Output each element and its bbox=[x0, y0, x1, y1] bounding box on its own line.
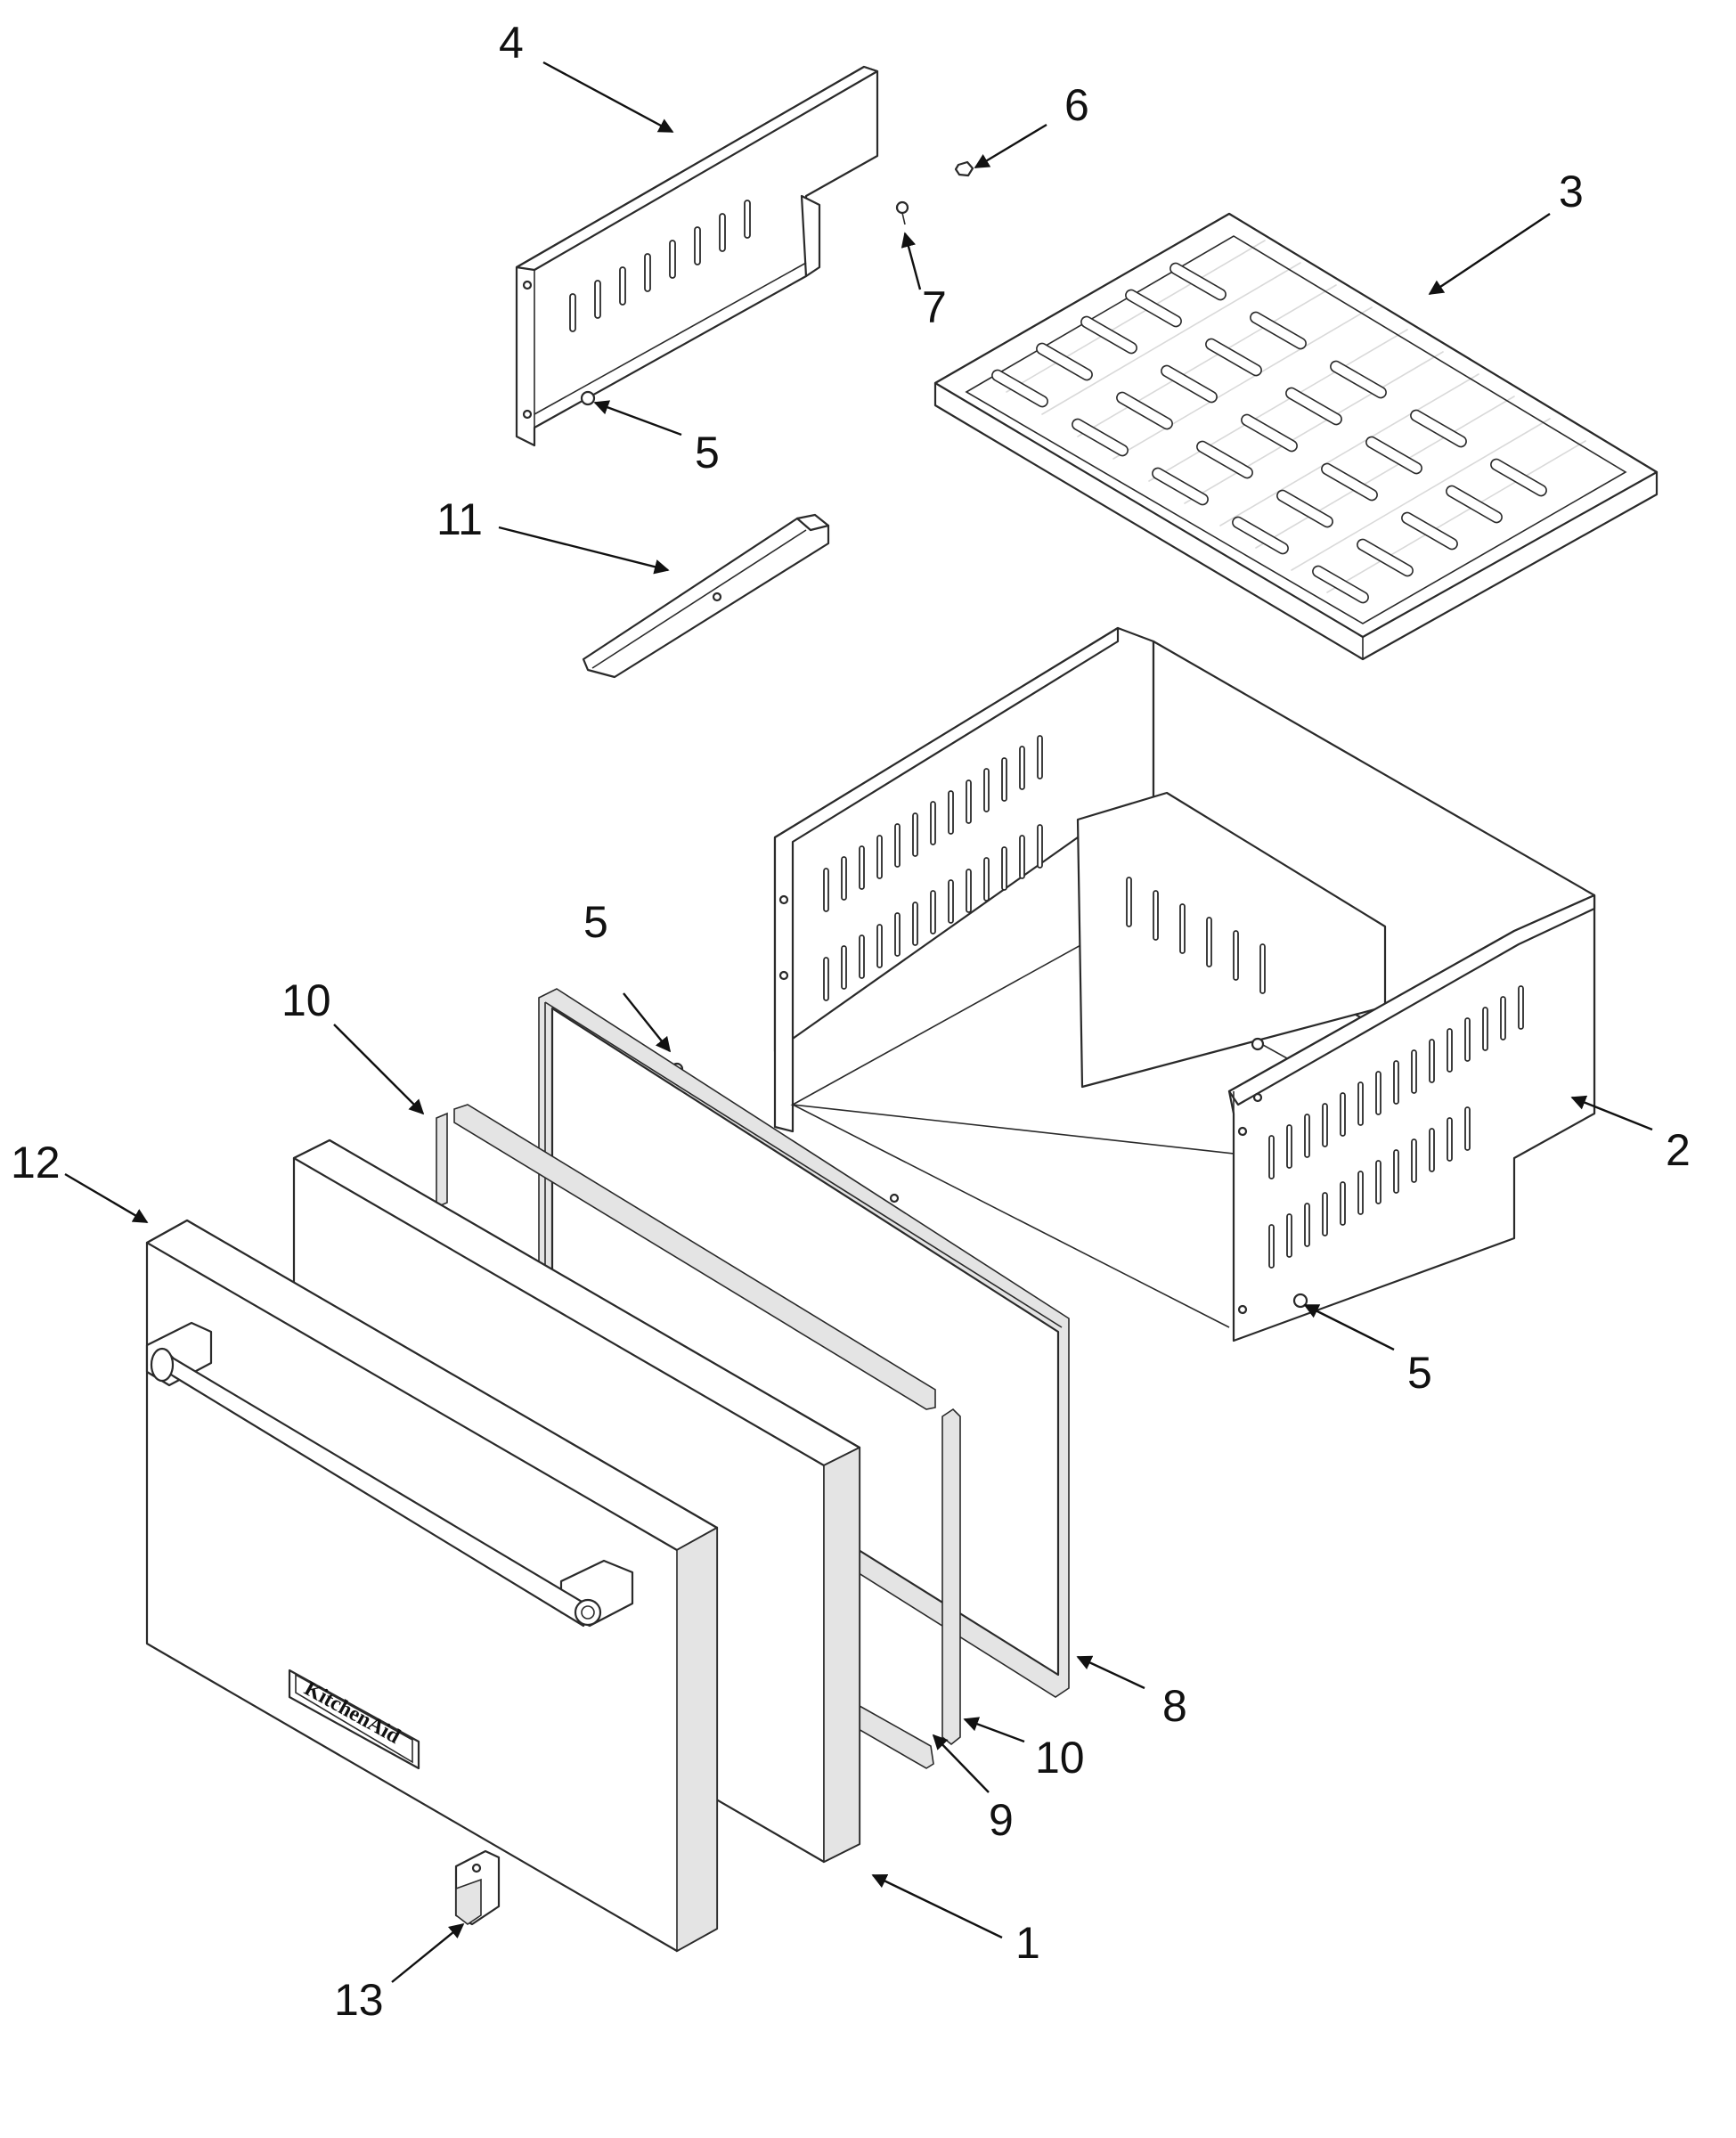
part-2-drawer-bin bbox=[773, 626, 1596, 1342]
callout-9: 9 bbox=[989, 1795, 1014, 1845]
leader-lines bbox=[64, 61, 1653, 1983]
callout-5-bin: 5 bbox=[1407, 1348, 1432, 1398]
callout-13: 13 bbox=[334, 1975, 384, 2025]
part-2-inner-screw bbox=[1251, 1037, 1265, 1051]
callout-12: 12 bbox=[11, 1138, 61, 1187]
part-12-door-handle bbox=[145, 1321, 634, 1628]
callout-labels: 4 6 3 7 5 11 5 10 2 12 5 8 10 9 1 13 bbox=[11, 18, 1691, 2025]
callout-4: 4 bbox=[499, 18, 524, 68]
part-11-slide-rail bbox=[582, 513, 830, 679]
part-13-bracket bbox=[454, 1849, 501, 1926]
part-2-left-wall-vents bbox=[823, 735, 1043, 1001]
part-3-shelf-ribs bbox=[1006, 240, 1586, 593]
part-6-nut bbox=[954, 160, 974, 177]
part-2-divider-vents bbox=[1126, 877, 1266, 994]
part-7-screw bbox=[895, 200, 909, 225]
part-3-shelf-slots bbox=[991, 262, 1547, 604]
callout-10-upper: 10 bbox=[281, 975, 331, 1025]
part-3-shelf bbox=[933, 212, 1659, 661]
callout-11: 11 bbox=[436, 494, 483, 544]
callout-5-middle: 5 bbox=[583, 897, 608, 947]
part-2-front-wall-vents bbox=[1268, 985, 1524, 1269]
part-2-screw bbox=[1292, 1293, 1308, 1309]
callout-10-lower: 10 bbox=[1035, 1733, 1085, 1783]
callout-7: 7 bbox=[922, 282, 947, 332]
part-8-door-gasket bbox=[538, 988, 1070, 1698]
callout-8: 8 bbox=[1162, 1681, 1187, 1731]
callout-5-top: 5 bbox=[695, 428, 720, 477]
part-10-upper-retainer-strip bbox=[436, 1104, 936, 1410]
part-4-screw bbox=[580, 390, 596, 406]
callout-3: 3 bbox=[1559, 167, 1584, 216]
callout-2: 2 bbox=[1666, 1125, 1691, 1175]
callout-1: 1 bbox=[1015, 1918, 1040, 1968]
part-4-vent-slots bbox=[569, 200, 751, 332]
part-12-outer-door-front: KitchenAid bbox=[145, 1219, 719, 1953]
callout-6: 6 bbox=[1064, 80, 1089, 130]
part-4-rear-panel bbox=[515, 65, 879, 447]
